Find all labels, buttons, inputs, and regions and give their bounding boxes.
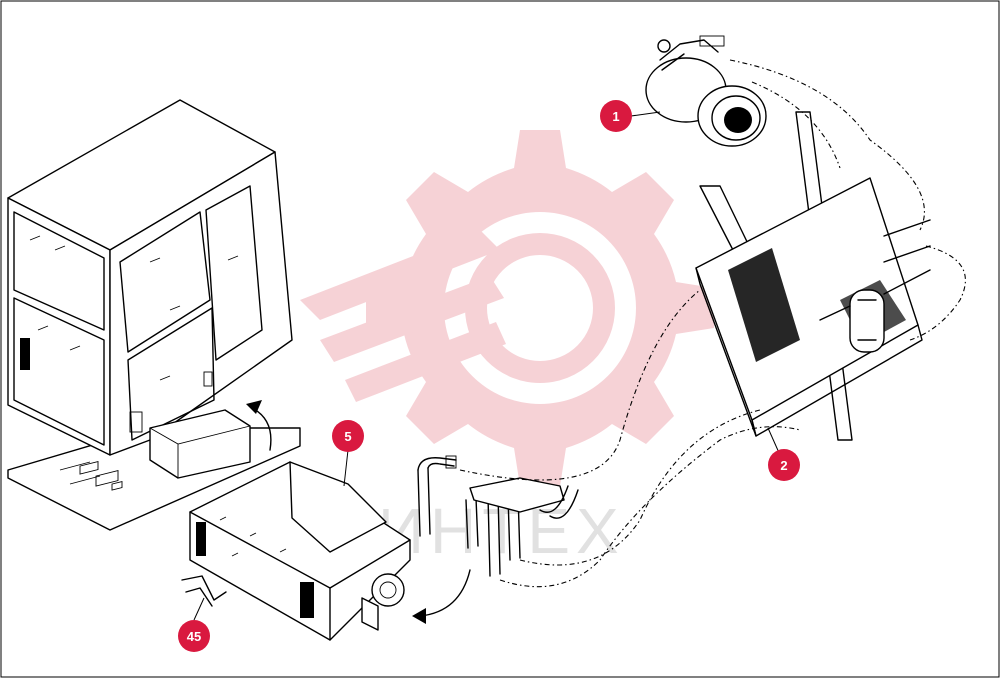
receiver-drier <box>849 289 885 353</box>
callout-1-label: 1 <box>612 109 619 124</box>
callout-5-label: 5 <box>344 429 351 444</box>
hvac-front-grille <box>300 582 314 618</box>
condenser <box>695 111 931 441</box>
hvac-fan-fitting <box>371 573 405 607</box>
drain-hose <box>181 575 227 601</box>
callout-5: 5 <box>332 420 364 487</box>
callout-45: 45 <box>178 597 210 652</box>
under-cab-box <box>149 409 251 479</box>
callout-45-label: 45 <box>187 629 201 644</box>
compressor <box>645 35 767 147</box>
hvac-top-cover <box>289 461 387 553</box>
condenser-core-mesh <box>728 248 800 362</box>
operator-cab <box>7 99 301 531</box>
hose-fittings <box>417 455 579 577</box>
cab-vent-grille <box>20 338 30 370</box>
window-marks <box>29 235 239 381</box>
callout-1: 1 <box>600 100 661 132</box>
hvac-unit <box>181 461 411 641</box>
callout-2: 2 <box>767 427 800 481</box>
hvac-side-grille <box>196 522 206 556</box>
cab-front-side <box>109 151 293 456</box>
assembly-arrow-hvac <box>419 569 471 617</box>
refrigerant-hose-routes <box>459 59 966 588</box>
fitting-elbow-left <box>417 467 431 537</box>
watermark-gear-logo <box>300 130 714 486</box>
callout-2-label: 2 <box>780 458 787 473</box>
